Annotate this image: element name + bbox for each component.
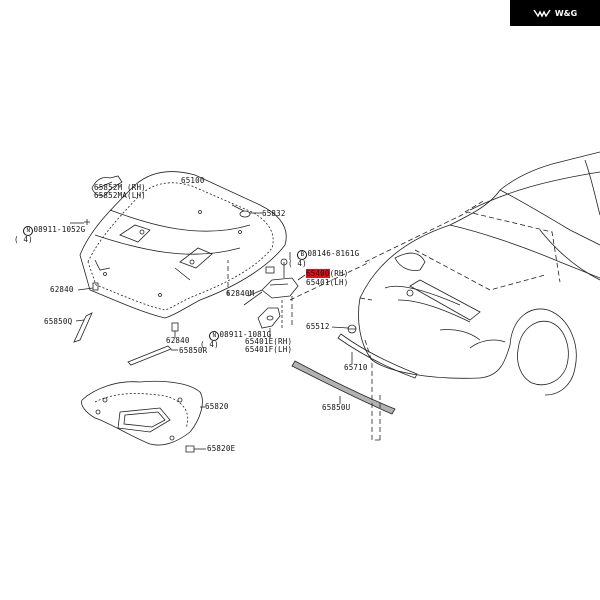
label-65832: 65832 — [262, 209, 286, 218]
label-65820e: 65820E — [207, 444, 236, 453]
wings-icon — [533, 9, 551, 18]
label-62840-lower: 62840 — [166, 336, 190, 345]
seal-65850r — [127, 345, 172, 366]
hood-insulator — [81, 380, 203, 446]
label-65401: 65401(LH) — [306, 278, 349, 287]
label-65512: 65512 — [306, 322, 330, 331]
brand-logo-text: W&G — [554, 8, 578, 18]
seal-65850u — [291, 360, 396, 415]
label-65850r: 65850R — [179, 346, 208, 355]
connector-lines — [227, 260, 381, 441]
label-65820: 65820 — [205, 402, 229, 411]
grommet-65832 — [239, 210, 251, 218]
bumper-62840 — [92, 266, 275, 332]
hood-panel — [79, 171, 287, 319]
latch-striker — [257, 307, 281, 329]
label-62840-upper: 62840 — [50, 285, 74, 294]
label-65850u: 65850U — [322, 403, 351, 412]
seal-65850q — [73, 312, 93, 343]
car-body-outline — [358, 151, 600, 396]
hood-latch — [261, 258, 299, 299]
label-65852: 65852M (RH) 65852MA(LH) — [94, 183, 146, 200]
hood-hinge — [91, 175, 123, 197]
clip-65820e — [185, 445, 195, 453]
label-65850q: 65850Q — [44, 317, 73, 326]
hood-opening-dashed — [359, 199, 561, 301]
label-62840m: 62840M — [226, 289, 255, 298]
seal-65710 — [337, 333, 418, 379]
clip-65512 — [347, 324, 357, 334]
bolt-08911-1052g — [84, 219, 90, 225]
label-65710: 65710 — [344, 363, 368, 372]
label-65401e: 65401E(RH) 65401F(LH) — [245, 337, 293, 354]
label-65400: 65400(RH) — [306, 269, 349, 278]
label-65100: 65100 — [181, 176, 205, 185]
label-65400-text: (RH) — [329, 269, 349, 278]
highlight-65400: 65400 — [306, 269, 330, 278]
brand-logo: W&G — [510, 0, 600, 26]
